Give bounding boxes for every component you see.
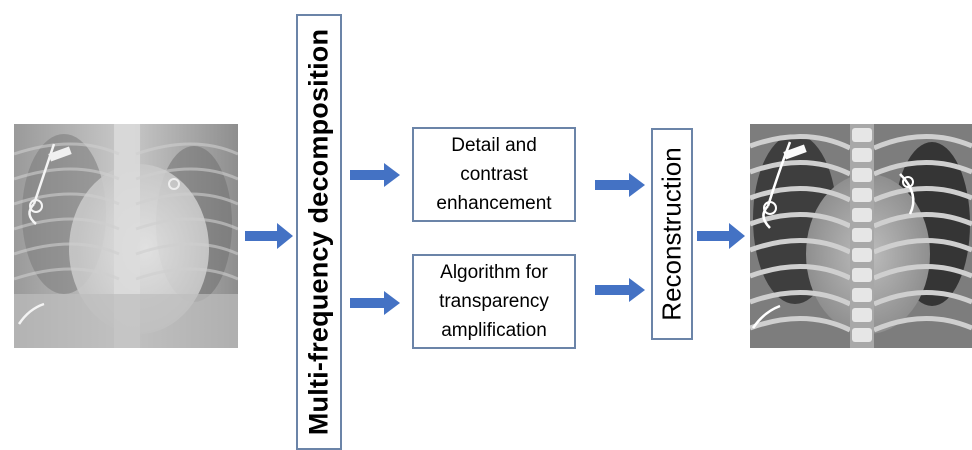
- reconstruction-box: Reconstruction: [651, 128, 693, 340]
- arrow-detail-to-reconstruction: [595, 173, 645, 197]
- arrow-reconstruction-to-output: [697, 223, 745, 249]
- detail-enhancement-box: Detail and contrast enhancement: [412, 127, 576, 222]
- arrow-to-transparency: [350, 291, 400, 315]
- arrow-to-detail: [350, 163, 400, 187]
- transparency-amplification-box: Algorithm for transparency amplification: [412, 254, 576, 349]
- arrow-input-to-decomposition: [245, 223, 293, 249]
- input-xray-image: [14, 124, 238, 348]
- detail-enhancement-label: Detail and contrast enhancement: [436, 135, 552, 214]
- decomposition-label: Multi-frequency decomposition: [303, 28, 334, 436]
- decomposition-box: Multi-frequency decomposition: [296, 14, 342, 450]
- output-xray-image: [750, 124, 972, 348]
- transparency-amplification-label: Algorithm for transparency amplification: [439, 262, 549, 341]
- reconstruction-label: Reconstruction: [656, 147, 687, 321]
- arrow-transparency-to-reconstruction: [595, 278, 645, 302]
